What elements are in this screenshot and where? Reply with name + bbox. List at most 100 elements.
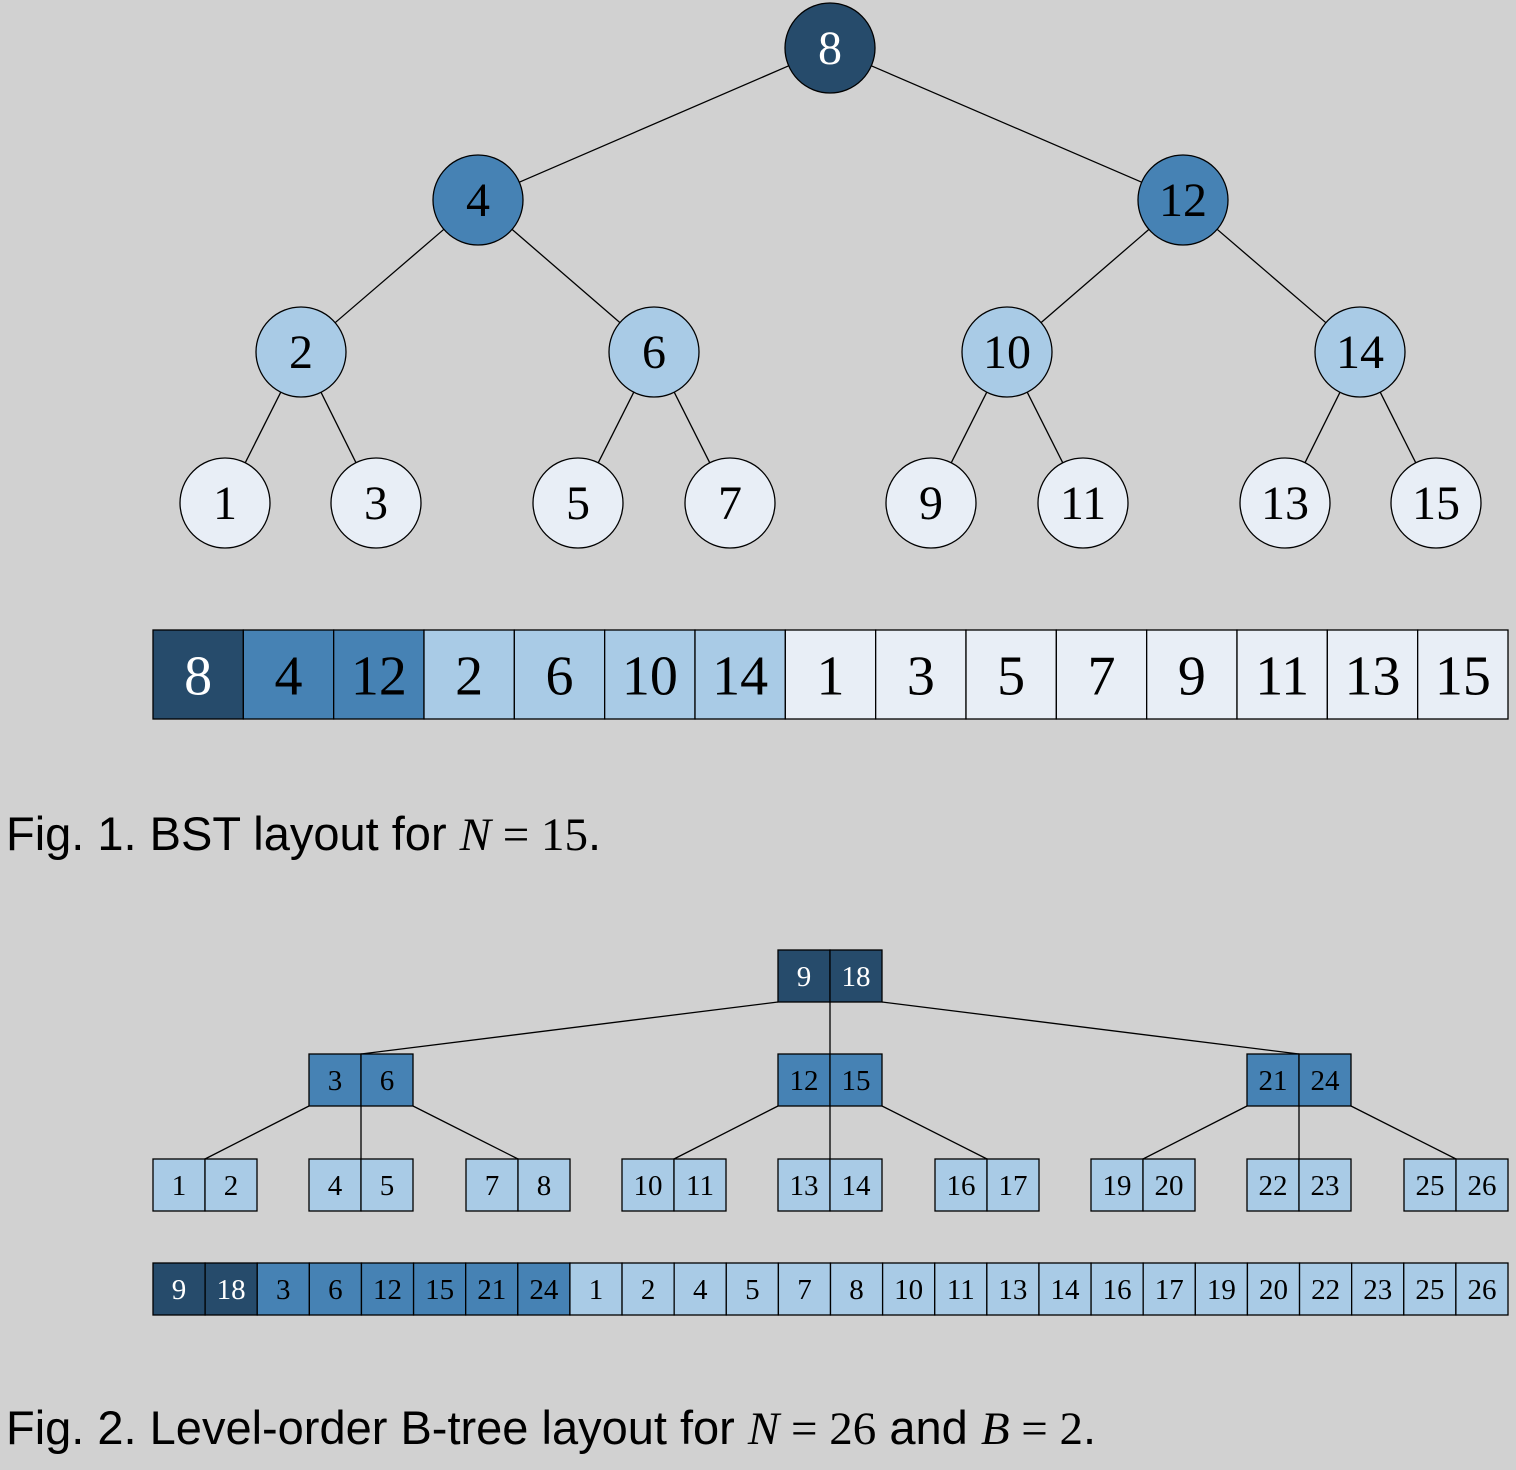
btree-key-label: 6 [380, 1065, 395, 1097]
btree-key-cell [152, 1158, 206, 1212]
array-cell: 15 [412, 1262, 467, 1316]
btree-key-cell [1246, 1053, 1300, 1107]
array-cell-label: 14 [712, 646, 768, 708]
array-cell: 13 [986, 1262, 1040, 1316]
caption-2-eq-n: = 26 [779, 1403, 877, 1455]
tree-node: 1 [179, 457, 271, 549]
btree-key-label: 11 [686, 1170, 714, 1202]
tree-node-label: 11 [1060, 477, 1106, 530]
array-cell-label: 20 [1259, 1274, 1288, 1306]
array-cell: 5 [725, 1262, 780, 1316]
array-cell: 3 [875, 629, 967, 720]
btree-key-cell [1298, 1158, 1352, 1212]
array-cell: 10 [881, 1262, 936, 1316]
btree-key-label: 24 [1311, 1065, 1341, 1097]
tree-node-label: 5 [566, 477, 590, 530]
btree-key-cell [360, 1053, 414, 1107]
tree-node: 4 [432, 154, 524, 246]
array-cell: 21 [465, 1262, 519, 1316]
tree-node-label: 15 [1412, 477, 1460, 530]
array-cell-label: 25 [1415, 1274, 1444, 1306]
btree-key-label: 14 [842, 1170, 872, 1202]
caption-1-suffix: . [588, 807, 602, 860]
btree-edge [1142, 1105, 1248, 1160]
caption-1-var: N [459, 809, 492, 861]
btree-key-cell [621, 1158, 675, 1212]
array-cell-label: 11 [1255, 646, 1309, 708]
array-cell: 24 [517, 1262, 571, 1316]
btree-key-label: 26 [1468, 1170, 1497, 1202]
array-cell: 4 [673, 1262, 727, 1316]
array-cell-label: 2 [455, 646, 483, 708]
btree-key-label: 21 [1259, 1065, 1288, 1097]
array-cell-label: 15 [425, 1274, 454, 1306]
tree-node-label: 3 [364, 477, 388, 530]
btree-key-label: 19 [1103, 1170, 1132, 1202]
tree-node-label: 13 [1261, 477, 1309, 530]
array-cell: 6 [308, 1262, 363, 1316]
btree-key-cell [308, 1158, 362, 1212]
btree-key-label: 18 [842, 961, 871, 993]
array-cell-label: 8 [184, 646, 212, 708]
array-cell: 9 [1146, 629, 1238, 720]
array-cell-label: 10 [622, 646, 678, 708]
btree-edge [881, 1001, 1300, 1055]
btree-key-label: 10 [634, 1170, 663, 1202]
array-cell: 17 [1142, 1262, 1196, 1316]
array-cell: 2 [423, 629, 515, 720]
btree-key-label: 22 [1259, 1170, 1288, 1202]
array-cell-label: 1 [589, 1274, 604, 1306]
tree-node-label: 4 [466, 174, 490, 227]
array-cell: 1 [784, 629, 877, 720]
btree-key-cell [777, 1053, 831, 1107]
caption-2-prefix: Fig. 2. Level-order B-tree layout for [6, 1401, 748, 1454]
array-cell-label: 4 [693, 1274, 708, 1306]
tree-edge [597, 391, 635, 464]
array-cell: 7 [777, 1262, 832, 1316]
tree-node: 7 [684, 457, 776, 549]
caption-1-eq: = 15 [491, 809, 589, 861]
tree-node: 13 [1239, 457, 1331, 549]
btree-key-cell [1142, 1158, 1196, 1212]
tree-edge [1304, 392, 1341, 463]
array-cell-label: 15 [1435, 646, 1491, 708]
tree-edge [673, 391, 711, 464]
array-cell: 13 [1326, 629, 1419, 720]
tree-node-label: 6 [642, 326, 666, 379]
btree-key-label: 20 [1155, 1170, 1184, 1202]
btree-edge [1350, 1105, 1457, 1160]
array-cell-label: 8 [849, 1274, 864, 1306]
array-cell: 6 [513, 629, 606, 720]
tree-node: 2 [255, 306, 347, 398]
figure-2-caption: Fig. 2. Level-order B-tree layout for N … [6, 1400, 1096, 1456]
array-cell-label: 3 [907, 646, 935, 708]
array-cell-label: 12 [373, 1274, 402, 1306]
array-cell-label: 5 [997, 646, 1025, 708]
tree-node-label: 9 [919, 477, 943, 530]
tree-edge [950, 391, 988, 464]
btree-key-label: 8 [537, 1170, 552, 1202]
tree-node-label: 10 [983, 326, 1031, 379]
array-cell: 22 [1298, 1262, 1353, 1316]
tree-node: 6 [608, 306, 700, 398]
btree-key-cell [777, 949, 831, 1003]
array-cell-label: 7 [1088, 646, 1116, 708]
array-cell-label: 6 [546, 646, 574, 708]
tree-node-label: 12 [1159, 174, 1207, 227]
array-cell-label: 21 [477, 1274, 506, 1306]
caption-1-math: N = 15 [460, 809, 588, 861]
array-cell-label: 16 [1103, 1274, 1132, 1306]
array-cell-label: 13 [998, 1274, 1027, 1306]
array-cell: 8 [152, 629, 244, 720]
array-cell-label: 1 [817, 646, 845, 708]
array-cell: 26 [1455, 1262, 1509, 1316]
array-cell-label: 18 [217, 1274, 246, 1306]
